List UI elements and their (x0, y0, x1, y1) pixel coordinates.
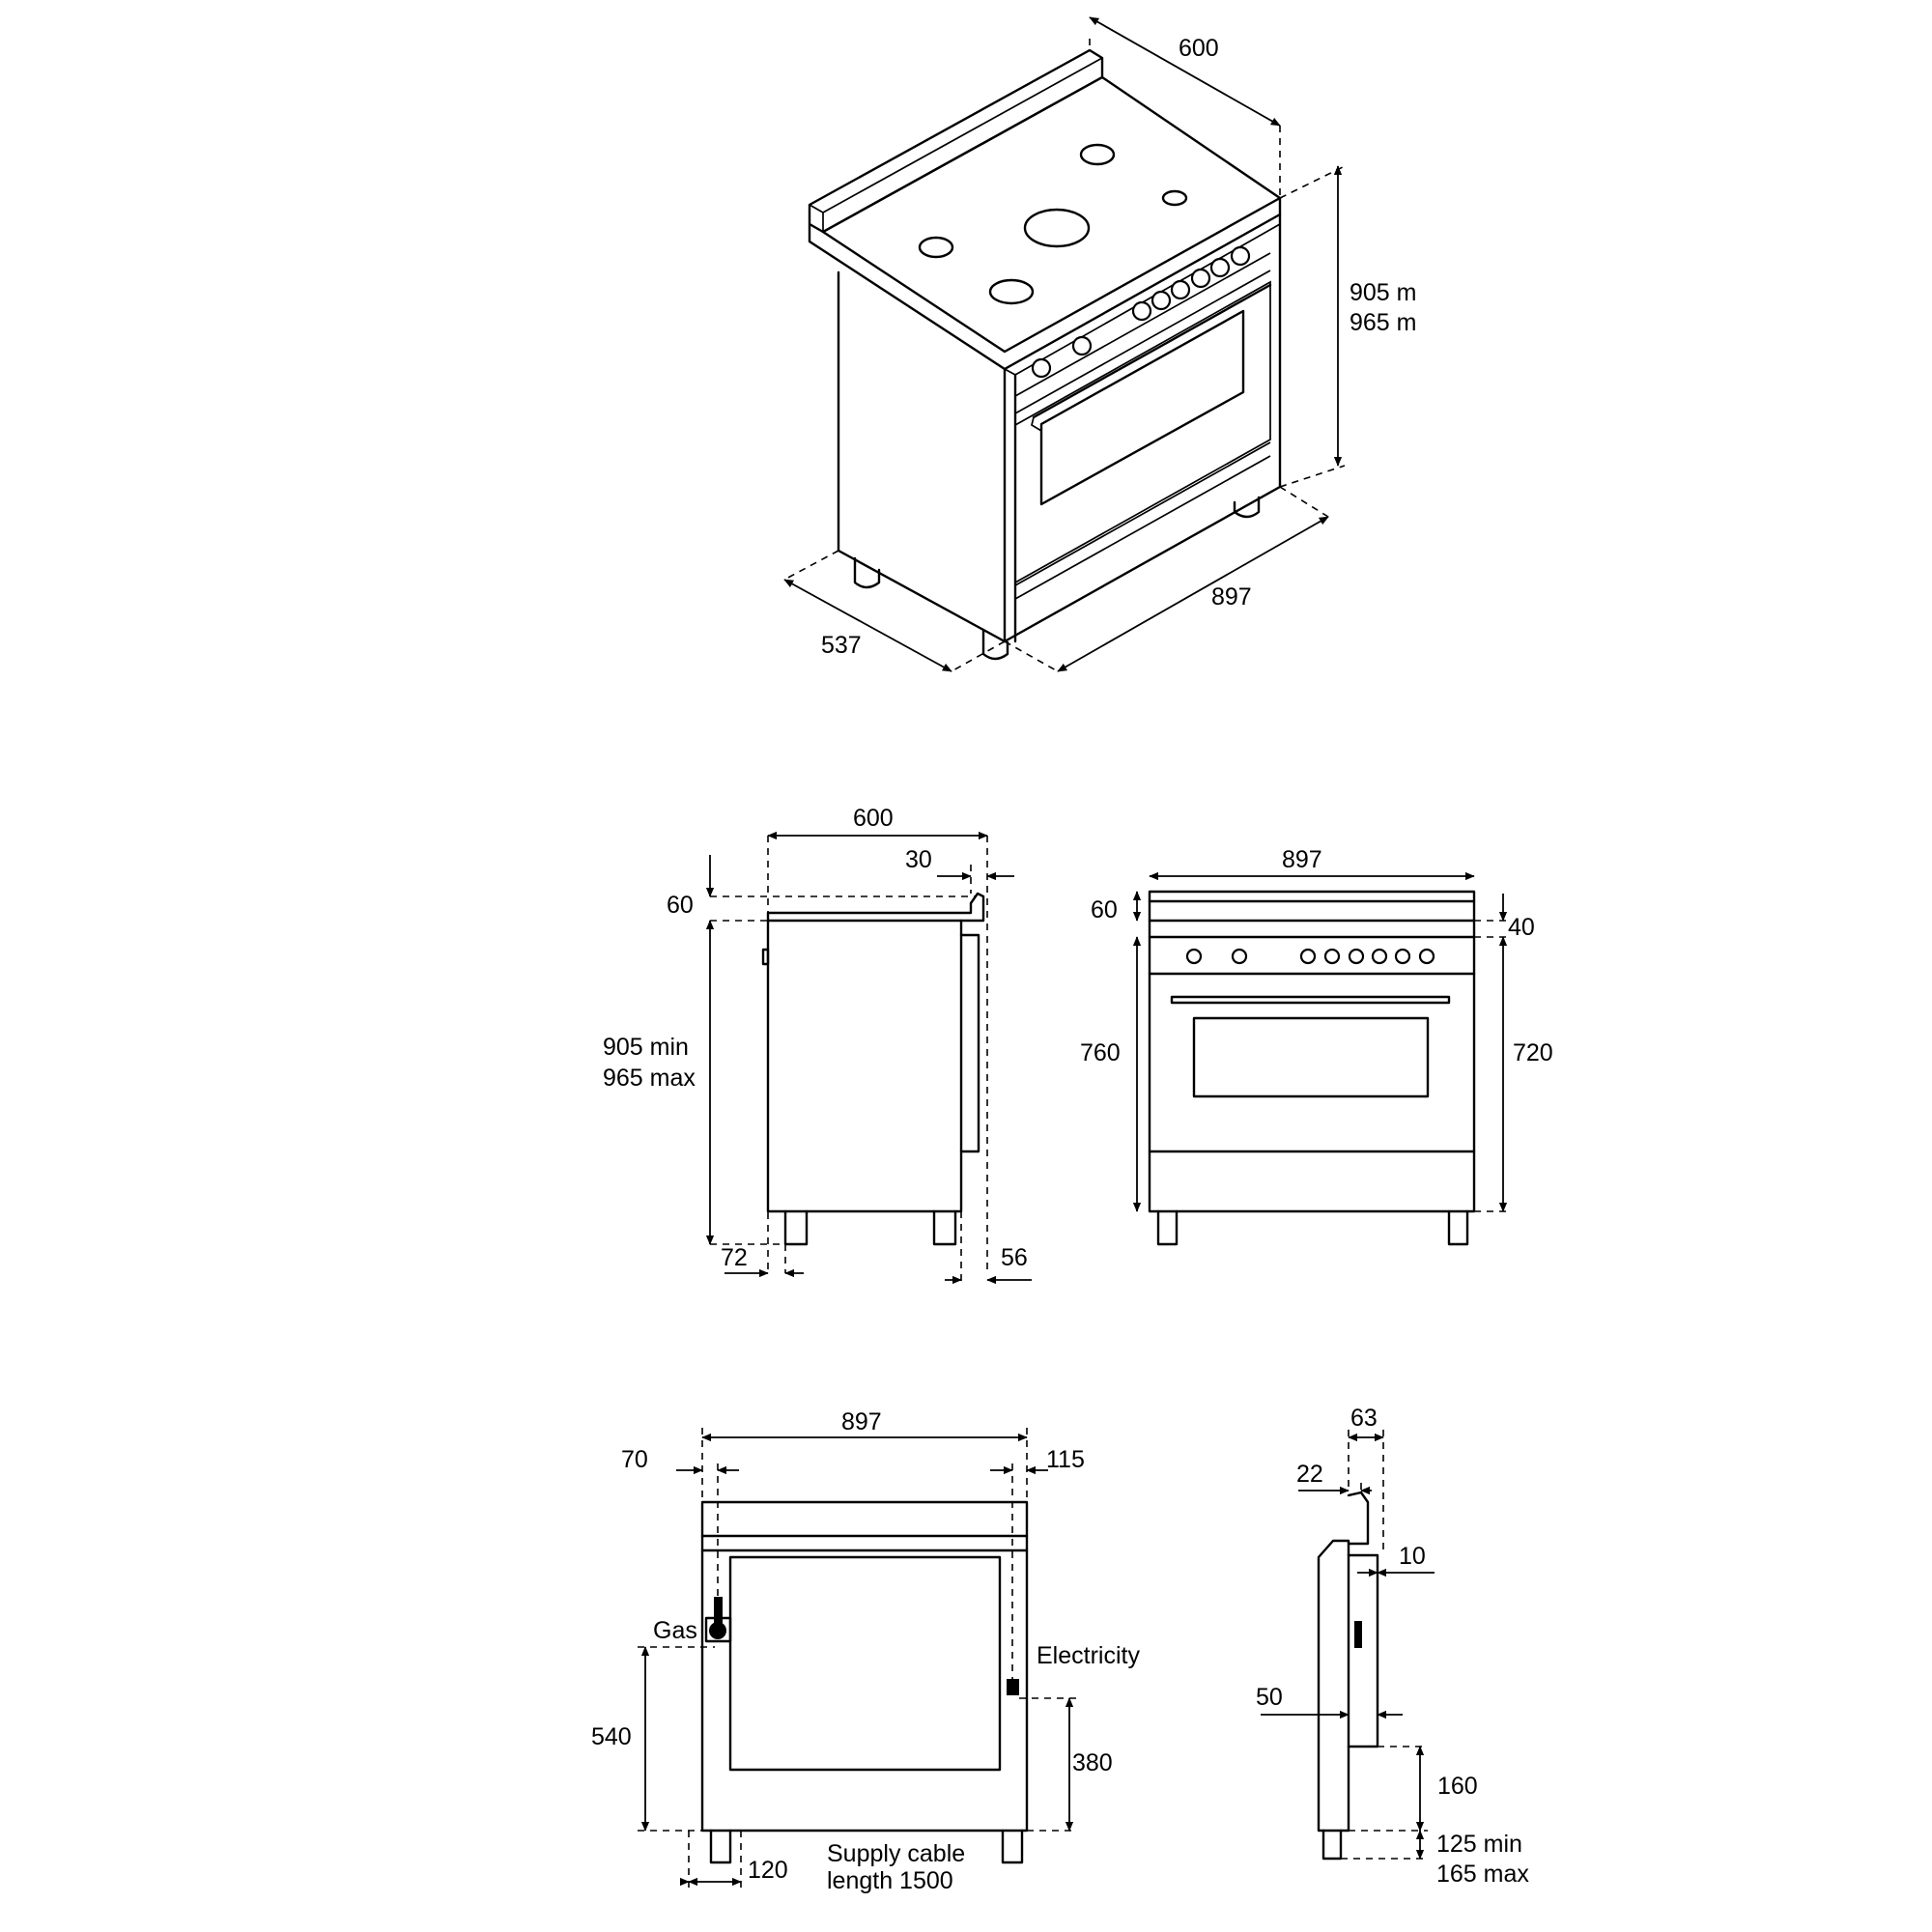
front-top-offset-label: 60 (1091, 896, 1118, 923)
rear-dimensions (638, 1428, 1077, 1891)
iso-knob (1190, 268, 1211, 289)
rear-elec-height-label: 380 (1072, 1749, 1113, 1776)
side-rear-leg-label: 56 (1001, 1244, 1028, 1271)
front-oven-height-label: 720 (1513, 1039, 1553, 1066)
front-knob (1371, 948, 1388, 965)
isometric-view (783, 16, 1346, 672)
iso-knob (1230, 245, 1251, 267)
front-leg (1156, 1209, 1179, 1246)
front-knob (1299, 948, 1317, 965)
front-backguard (1148, 890, 1476, 903)
iso-foot (981, 628, 1009, 661)
rear-gas-height-label: 540 (591, 1723, 632, 1750)
iso-burner-3 (1023, 208, 1091, 248)
supply-cable-label: Supply cable (827, 1840, 965, 1867)
electricity-connection (1007, 1679, 1019, 1695)
iso-burner-2 (1161, 189, 1188, 207)
side-dimensions (705, 831, 1032, 1285)
front-knob (1323, 948, 1341, 965)
iso-knob (1071, 335, 1093, 356)
front-knob (1185, 948, 1203, 965)
detail-backguard (1347, 1491, 1370, 1546)
side-width-label: 600 (853, 805, 894, 832)
detail-connector (1354, 1621, 1362, 1648)
gas-valve (709, 1622, 726, 1639)
supply-cable-length-label: length 1500 (827, 1867, 953, 1894)
detail-leg-min-label: 125 min (1436, 1831, 1522, 1858)
front-leg (1447, 1209, 1469, 1246)
iso-burner-4 (918, 236, 954, 259)
detail-dimensions (1261, 1430, 1435, 1860)
detail-offset-50-label: 50 (1256, 1684, 1283, 1711)
iso-width-label: 600 (1179, 35, 1219, 62)
front-knob (1231, 948, 1248, 965)
side-view (705, 831, 1032, 1285)
rear-view (638, 1428, 1077, 1891)
iso-length-label: 897 (1211, 583, 1252, 611)
detail-height-160-label: 160 (1437, 1773, 1478, 1800)
dimension-labels: 600 905 m 965 m 897 537 600 30 60 905 mi… (591, 35, 1553, 1894)
side-front-leg-label: 72 (721, 1244, 748, 1271)
side-top (766, 892, 985, 923)
iso-burner-5 (988, 278, 1035, 305)
iso-height-max-label: 965 m (1350, 309, 1416, 336)
rear-elec-offset-label: 115 (1046, 1446, 1085, 1473)
side-leg-rear (932, 1209, 957, 1246)
front-backguard-label: 40 (1508, 914, 1535, 941)
iso-oven-window (1039, 309, 1245, 506)
rear-gas-offset-label: 70 (621, 1446, 648, 1473)
side-body (766, 919, 963, 1213)
side-leg-front (783, 1209, 809, 1246)
iso-depth-label: 537 (821, 632, 862, 659)
rear-width-label: 897 (841, 1408, 882, 1435)
front-width-label: 897 (1282, 846, 1322, 873)
iso-knob (1131, 300, 1152, 322)
detail-depth-label: 63 (1350, 1405, 1378, 1432)
rear-panel (728, 1555, 1002, 1772)
front-body-height-label: 760 (1080, 1039, 1121, 1066)
front-knob (1418, 948, 1435, 965)
electricity-label: Electricity (1037, 1642, 1140, 1669)
side-backguard-label: 30 (905, 846, 932, 873)
iso-height-min-label: 905 m (1350, 279, 1416, 306)
detail-offset-10-label: 10 (1399, 1543, 1426, 1570)
front-knob (1394, 948, 1411, 965)
side-top-offset-label: 60 (667, 892, 694, 919)
front-oven-handle (1170, 995, 1451, 1005)
detail-leg (1321, 1829, 1343, 1861)
rear-leg (1001, 1829, 1024, 1864)
iso-knob (1209, 257, 1231, 278)
detail-view (1261, 1430, 1435, 1861)
iso-oven-handle (1032, 283, 1272, 419)
side-height-min-label: 905 min (603, 1034, 689, 1061)
iso-dimensions (783, 16, 1346, 672)
side-height-max-label: 965 max (603, 1065, 696, 1092)
front-dimensions (1132, 871, 1508, 1212)
detail-leg-max-label: 165 max (1436, 1861, 1529, 1888)
front-knob (1348, 948, 1365, 965)
detail-offset-22-label: 22 (1296, 1461, 1323, 1488)
rear-leg (709, 1829, 732, 1864)
iso-burner-1 (1079, 143, 1116, 166)
iso-knob (1170, 279, 1191, 300)
gas-pipe (714, 1597, 723, 1630)
detail-body (1317, 1539, 1350, 1833)
iso-knob (1031, 357, 1052, 379)
iso-backguard (808, 48, 1104, 234)
front-oven-window (1192, 1016, 1430, 1098)
iso-knob (1151, 290, 1172, 311)
iso-cooktop (808, 75, 1282, 371)
gas-label: Gas (653, 1617, 697, 1644)
front-view (1132, 871, 1508, 1246)
detail-rear (1347, 1553, 1379, 1748)
front-body (1148, 899, 1476, 1213)
rear-leg-offset-label: 120 (748, 1857, 788, 1884)
side-door (959, 933, 980, 1153)
